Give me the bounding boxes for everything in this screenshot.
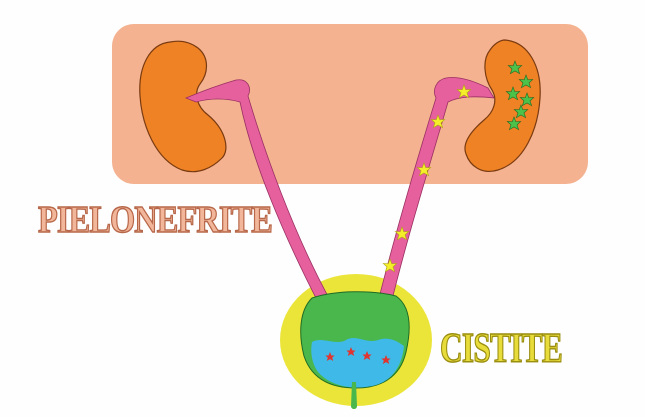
urethra xyxy=(351,382,357,409)
pyelonephritis-label: PIELONEFRITE xyxy=(38,199,272,241)
cystitis-label: CISTITE xyxy=(440,326,562,372)
